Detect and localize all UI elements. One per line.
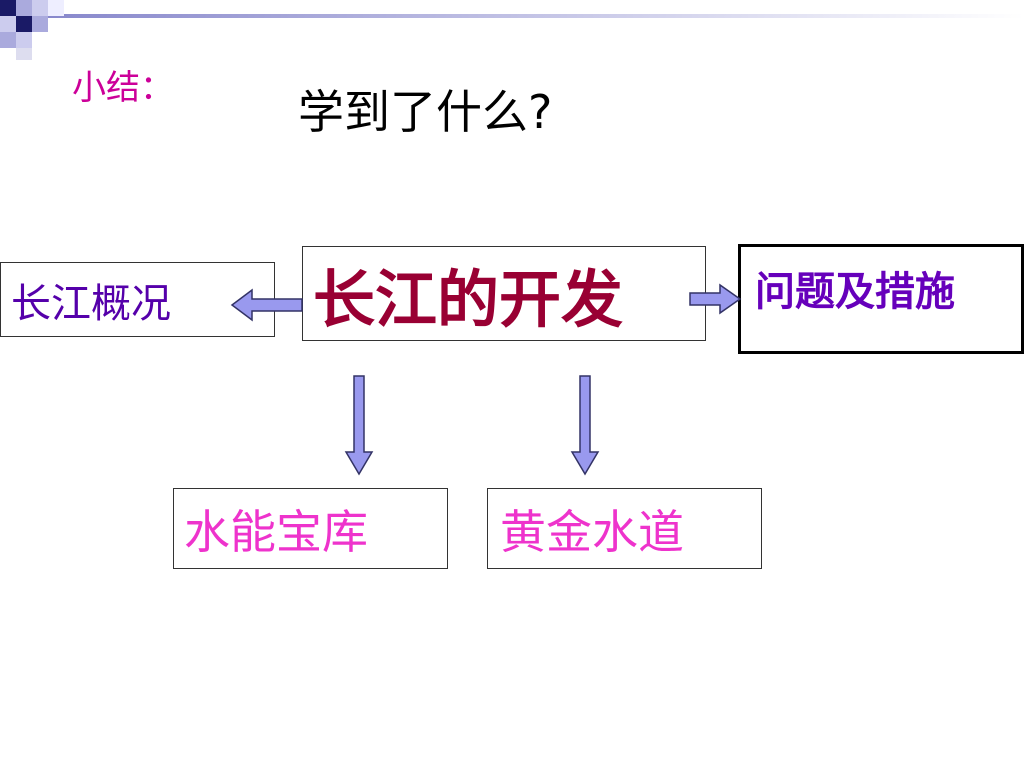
slide-decoration: [0, 0, 1024, 60]
slide-question: 学到了什么?: [298, 85, 553, 139]
node-overview: 长江概况: [0, 262, 275, 337]
node-waterway: 黄金水道: [487, 488, 762, 569]
node-center-label: 长江的开发: [313, 262, 624, 336]
arrow-down-left-icon: [344, 375, 374, 476]
arrow-down-right-icon: [570, 375, 600, 476]
arrow-left-icon: [230, 288, 303, 322]
node-waterway-label: 黄金水道: [500, 504, 684, 559]
node-overview-label: 长江概况: [11, 280, 171, 327]
summary-label: 小结：: [72, 68, 174, 108]
node-problems-label: 问题及措施: [755, 269, 955, 315]
node-hydropower: 水能宝库: [173, 488, 448, 569]
node-center: 长江的开发: [302, 246, 706, 341]
node-problems: 问题及措施: [738, 244, 1024, 354]
arrow-right-icon: [689, 283, 742, 315]
node-hydropower-label: 水能宝库: [184, 504, 368, 559]
